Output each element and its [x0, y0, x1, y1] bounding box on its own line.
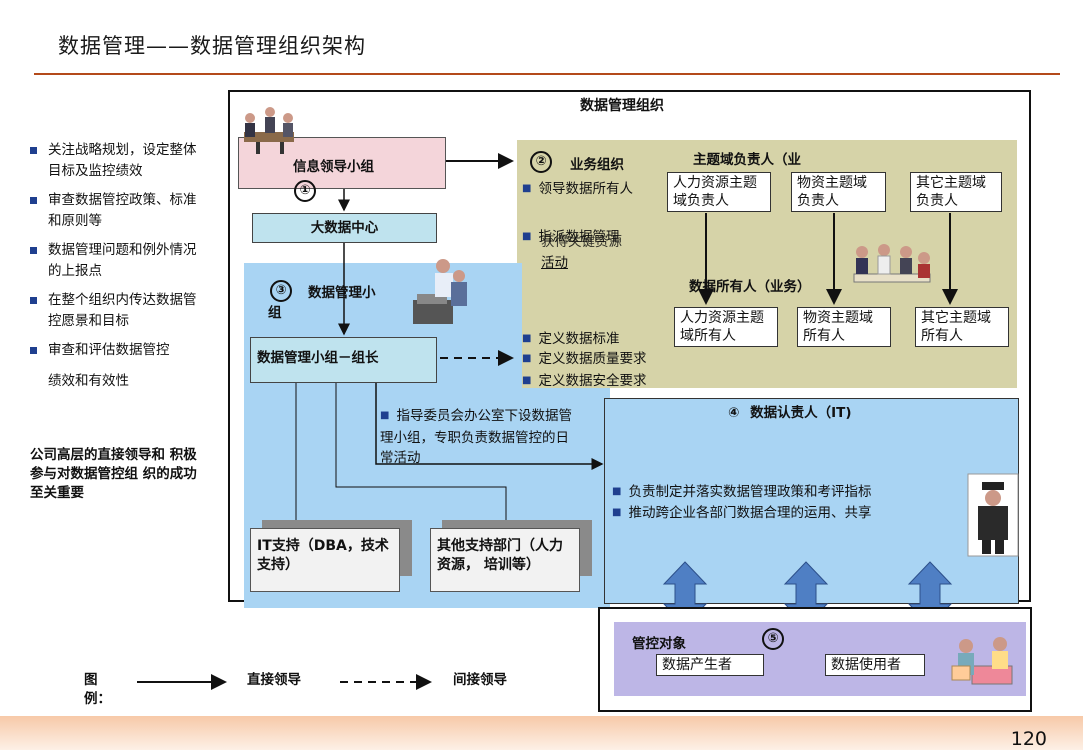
circled-number-5: ⑤ [762, 628, 784, 650]
data-consumer-box: 数据使用者 [825, 654, 925, 676]
committee-note: 指导委员会办公室下设数据管理小组，专职负责数据管控的日常活动 [380, 406, 580, 468]
domain-owner-other: 其它主题域负责人 [910, 172, 1002, 212]
stewards-bullet: 推动跨企业各部门数据合理的运用、共享 [612, 501, 871, 521]
data-owner-other: 其它主题域所有人 [915, 307, 1009, 347]
standard-item: 定义数据安全要求 [522, 369, 646, 389]
domain-owner-materials: 物资主题域负责人 [791, 172, 886, 212]
big-data-center-box: 大数据中心 [252, 213, 437, 243]
dm-leader-box: 数据管理小组－组长 [250, 337, 437, 383]
business-org-label: 业务组织 [570, 157, 624, 173]
side-emphasis: 公司高层的直接领导和 积极参与对数据管控组 织的成功至关重要 [30, 447, 197, 501]
domain-owners-heading: 主题域负责人（业 [693, 152, 801, 168]
domain-owner-hr: 人力资源主题域负责人 [667, 172, 771, 212]
circled-number-1: ① [294, 180, 316, 202]
business-bullet-1: 领导数据所有人 [522, 180, 662, 200]
side-item: 在整个组织内传达数据管控愿景和目标 [30, 290, 205, 332]
meeting-people-icon [244, 107, 294, 154]
team-meeting-icon [853, 244, 931, 283]
business-overlap-text: 获得关键资源 [541, 234, 622, 250]
legend-direct-label: 直接领导 [247, 672, 301, 688]
dm-group-label: 数据管理小组 [268, 285, 376, 321]
customer-service-icon [951, 637, 1013, 685]
lead-group-box: 信息领导小组 [238, 137, 446, 189]
security-guard-icon [967, 473, 1019, 557]
lead-group-label: 信息领导小组 [293, 159, 374, 175]
side-item-continuation: 绩效和有效性 [48, 373, 129, 389]
circled-number-3: ③ [270, 280, 292, 302]
data-producer-box: 数据产生者 [656, 654, 764, 676]
page-number: 120 [1010, 728, 1047, 750]
side-item: 关注战略规划，设定整体目标及监控绩效 [30, 140, 205, 182]
org-title: 数据管理组织 [580, 98, 664, 114]
side-bullet-list: 关注战略规划，设定整体目标及监控绩效 审查数据管控政策、标准和原则等 数据管理问… [30, 140, 205, 400]
circled-number-2: ② [530, 151, 552, 173]
standard-item: 定义数据质量要求 [522, 347, 646, 367]
control-label: 管控对象 [632, 636, 686, 652]
data-owner-materials: 物资主题域所有人 [797, 307, 891, 347]
side-item: 数据管理问题和例外情况的上报点 [30, 240, 205, 282]
other-support-box: 其他支持部门（人力资源， 培训等） [430, 528, 580, 592]
legend-indirect-label: 间接领导 [453, 672, 507, 688]
side-item: 审查数据管控政策、标准和原则等 [30, 190, 205, 232]
page-title: 数据管理——数据管理组织架构 [58, 34, 366, 58]
side-item: 审查和评估数据管控 [30, 340, 205, 361]
footer-band [0, 716, 1083, 750]
stewards-title: 数据认责人（IT) [750, 405, 852, 421]
title-divider [34, 73, 1060, 75]
it-support-box: IT支持（DBA，技术支持） [250, 528, 400, 592]
office-workers-icon [413, 259, 467, 324]
legend-title: 图例： [84, 672, 111, 707]
stewards-bullet: 负责制定并落实数据管理政策和考评指标 [612, 480, 871, 500]
data-owner-hr: 人力资源主题域所有人 [674, 307, 778, 347]
data-owners-heading: 数据所有人（业务） [689, 279, 811, 295]
business-link[interactable]: 活动 [541, 255, 568, 271]
stewards-label: ④ 数据认责人（IT) [728, 401, 852, 421]
business-bullet-2: 指派数据管理 [522, 225, 619, 245]
standard-item: 定义数据标准 [522, 327, 619, 347]
circled-number-4: ④ [728, 405, 740, 421]
